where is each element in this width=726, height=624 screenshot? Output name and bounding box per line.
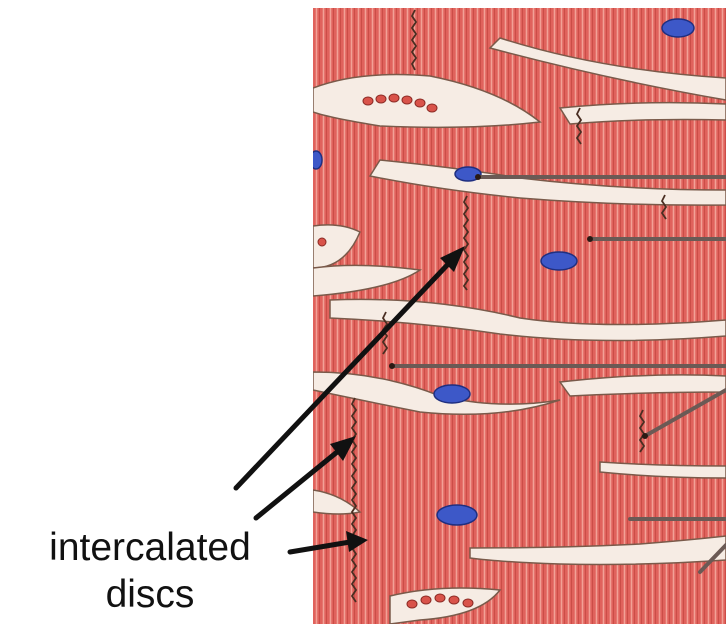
- caption-line-2: discs: [20, 572, 280, 618]
- nucleus: [437, 505, 477, 525]
- caption-line-1: intercalated: [20, 525, 280, 571]
- nucleus: [662, 19, 694, 37]
- nucleus: [541, 252, 577, 270]
- nucleus: [310, 151, 322, 169]
- muscle-tissue-panel: [310, 8, 726, 624]
- nucleus: [434, 385, 470, 403]
